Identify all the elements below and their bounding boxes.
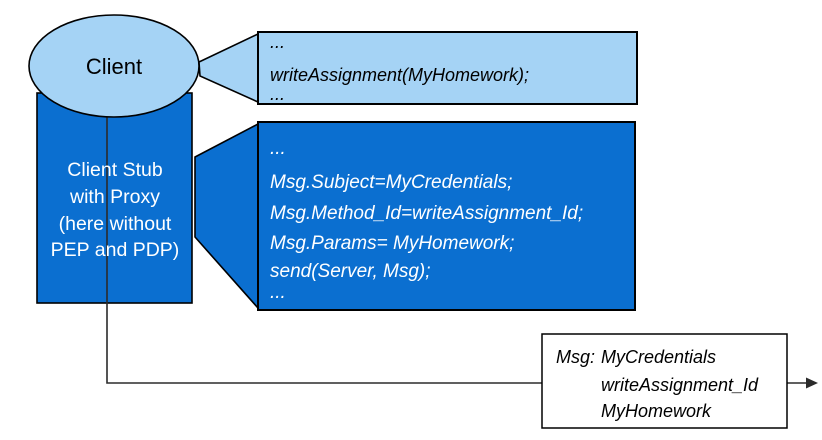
client-code-line1: ...	[270, 32, 285, 52]
message-note-label: Msg:	[556, 347, 595, 367]
client-stub-label-line4: PEP and PDP)	[51, 239, 180, 261]
stub-code-line4: Msg.Params= MyHomework;	[270, 233, 514, 254]
message-note-box	[541, 333, 788, 429]
client-stub-label-line3: (here without	[59, 213, 172, 235]
stub-code-line3: Msg.Method_Id=writeAssignment_Id;	[270, 203, 583, 224]
client-label: Client	[86, 54, 142, 79]
stub-code-line6: ...	[270, 282, 286, 303]
client-code-line2: writeAssignment(MyHomework);	[270, 65, 529, 85]
stub-code-callout-pointer	[194, 122, 259, 311]
stub-code-line2: Msg.Subject=MyCredentials;	[270, 172, 512, 193]
client-stub-label-line1: Client Stub	[67, 159, 163, 181]
client-code-callout-pointer	[198, 32, 259, 104]
message-note-value1: MyCredentials	[601, 347, 716, 367]
client-stub-label-line2: with Proxy	[69, 186, 160, 208]
client-code-callout-box	[257, 31, 638, 105]
message-note-value3: MyHomework	[601, 401, 712, 421]
message-note-value2: writeAssignment_Id	[601, 375, 759, 395]
connector-arrowhead-icon	[806, 377, 818, 389]
stub-code-line5: send(Server, Msg);	[270, 261, 431, 282]
stub-code-line1: ...	[270, 138, 286, 159]
client-code-line3: ...	[270, 84, 285, 104]
client-stub-box	[36, 92, 193, 304]
stub-code-callout-box	[257, 121, 636, 311]
